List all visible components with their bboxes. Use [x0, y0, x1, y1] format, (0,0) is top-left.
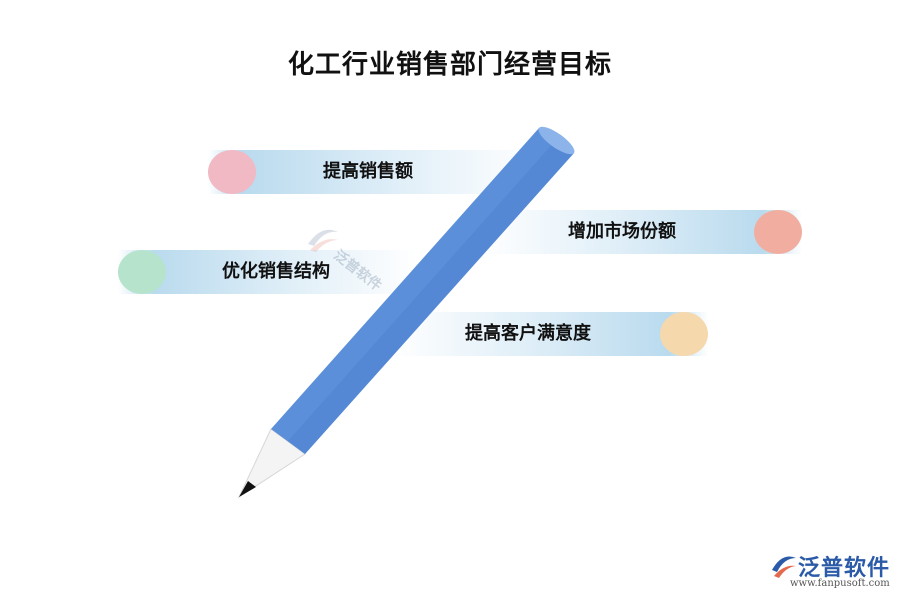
goal-label-2: 增加市场份额	[568, 221, 676, 242]
brand-icon	[772, 556, 796, 578]
goal-ribbon-1: 提高销售额	[208, 150, 538, 194]
pencil-lead	[239, 481, 256, 497]
brand-url: www.fanpusoft.com	[790, 578, 890, 589]
goal-ribbon-4: 提高客户满意度	[392, 312, 708, 356]
pencil-end	[538, 126, 575, 155]
pencil-shade	[288, 140, 574, 454]
watermark-logo-icon	[308, 229, 338, 252]
goal-dot-2	[754, 210, 802, 254]
goal-dot-4	[660, 312, 708, 356]
brand-name: 泛普软件	[798, 556, 891, 581]
page-title: 化工行业销售部门经营目标	[287, 50, 612, 80]
goal-ribbon-2: 增加市场份额	[480, 210, 802, 254]
goal-dot-1	[208, 150, 256, 194]
watermark: 泛普软件	[302, 222, 402, 312]
goal-label-3: 优化销售结构	[222, 261, 330, 282]
watermark-text: 泛普软件	[330, 247, 385, 295]
goal-label-4: 提高客户满意度	[465, 323, 591, 344]
goal-label-1: 提高销售额	[323, 161, 413, 182]
goal-dot-3	[118, 250, 166, 294]
brand-logo: 泛普软件 www.fanpusoft.com	[770, 550, 895, 596]
goal-ribbon-3: 优化销售结构	[118, 250, 418, 294]
